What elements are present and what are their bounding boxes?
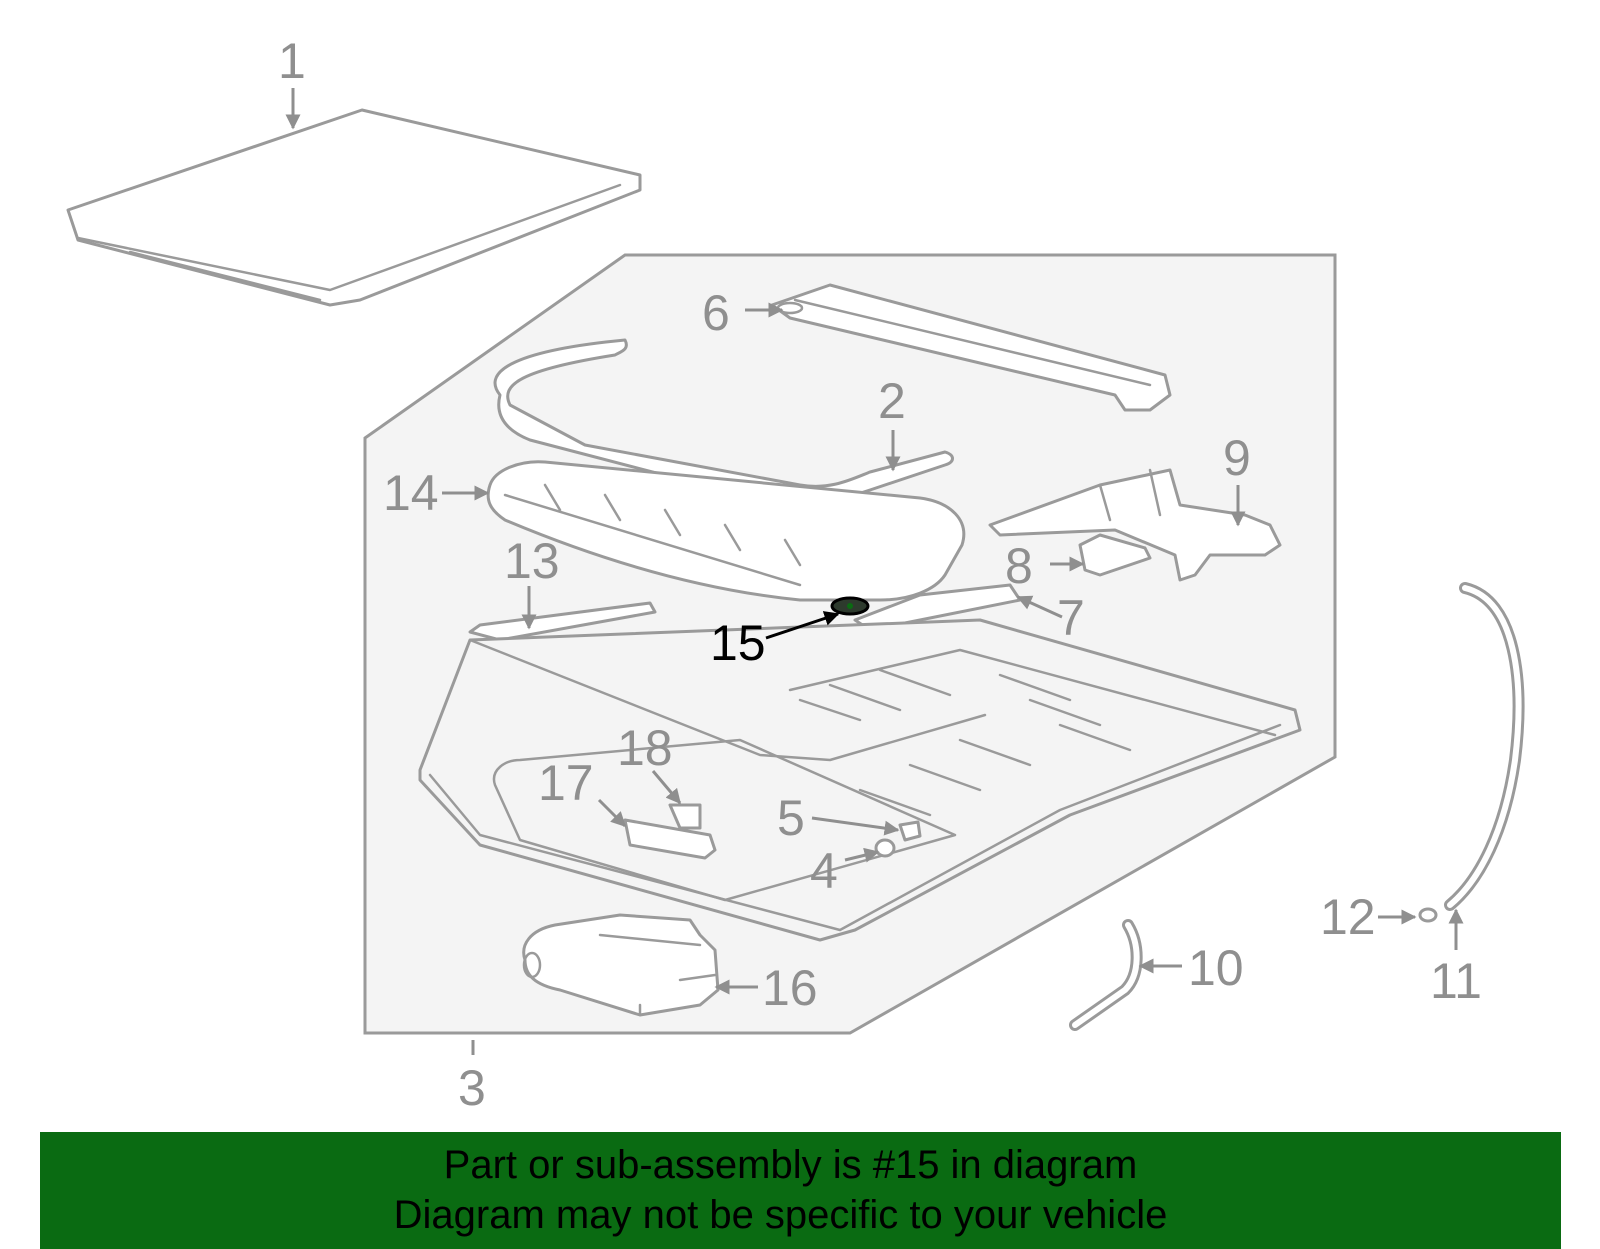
callout-17: 17 [538,755,594,811]
part-16-motor[interactable] [522,913,720,1017]
part-3-housing-frame[interactable] [418,618,1302,942]
part-10-drain-tube[interactable] [1069,919,1143,1031]
banner-line-1: Part or sub-assembly is #15 in diagram [443,1143,1138,1187]
part-1-glass-panel[interactable] [66,108,642,307]
part-8-clip[interactable] [1078,533,1152,577]
banner-line-2: Diagram may not be specific to your vehi… [393,1193,1168,1237]
callout-7: 7 [1057,590,1085,646]
callout-2: 2 [878,373,906,429]
callout-13: 13 [504,533,560,589]
part-17-motor-bracket[interactable] [623,818,717,860]
callout-6: 6 [702,285,730,341]
leader-lines [285,88,1464,1055]
callout-10: 10 [1188,940,1244,996]
part-14-sunshade[interactable] [486,460,966,602]
info-banner: Part or sub-assembly is #15 in diagram D… [40,1132,1561,1249]
callout-4: 4 [810,843,838,899]
callout-3: 3 [458,1060,486,1116]
part-15-highlighted[interactable] [830,596,870,616]
part-5-fastener[interactable] [898,820,922,842]
callout-11: 11 [1430,953,1482,1009]
callout-16: 16 [762,960,818,1016]
callout-15: 15 [710,615,766,671]
part-12-clip[interactable] [1418,907,1438,923]
callout-8: 8 [1005,538,1033,594]
part-11-drain-hose[interactable] [1444,582,1525,911]
part-9-bracket[interactable] [988,468,1282,582]
callout-12: 12 [1320,889,1376,945]
part-4-fastener[interactable] [874,838,896,858]
callout-1: 1 [278,33,306,89]
callout-18: 18 [617,720,673,776]
callout-9: 9 [1223,430,1251,486]
callout-14: 14 [383,465,439,521]
part-6-rear-rail[interactable] [770,283,1172,412]
part-18-clip[interactable] [668,803,702,830]
callout-5: 5 [777,790,805,846]
